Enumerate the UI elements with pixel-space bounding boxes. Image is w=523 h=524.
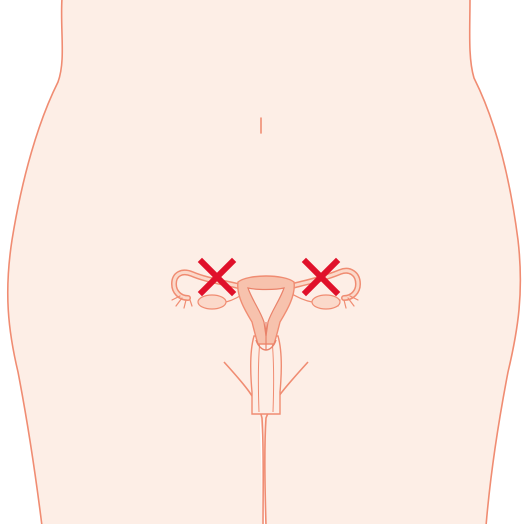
ovary-right — [312, 295, 340, 309]
torso-silhouette — [8, 0, 521, 524]
ovary-left — [198, 295, 226, 309]
